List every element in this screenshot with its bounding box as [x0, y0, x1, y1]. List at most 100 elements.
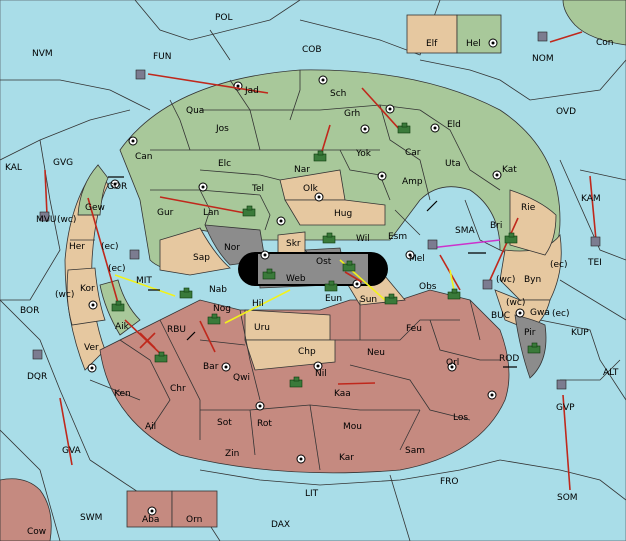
label-wc3: (wc) — [55, 290, 74, 300]
label-ovd: OVD — [556, 107, 576, 117]
territory-sap[interactable] — [159, 227, 231, 276]
label-olk: Olk — [303, 184, 319, 194]
army-unit[interactable] — [111, 300, 125, 312]
army-unit[interactable] — [262, 268, 276, 280]
label-orl: Orl — [446, 358, 459, 368]
label-sot: Sot — [217, 418, 232, 428]
army-unit[interactable] — [289, 376, 303, 388]
label-web: Web — [286, 274, 306, 284]
label-nvm: NVM — [32, 49, 53, 59]
label-bri: Bri — [490, 221, 502, 231]
label-yok: Yok — [355, 149, 372, 159]
label-nar: Nar — [294, 165, 310, 175]
adjacency-markers — [108, 176, 517, 368]
label-ost: Ost — [316, 257, 332, 267]
territory-orn[interactable] — [171, 490, 218, 528]
fleet-unit[interactable] — [427, 239, 438, 250]
label-eun: Eun — [325, 294, 342, 304]
label-kar: Kar — [339, 453, 354, 463]
army-unit[interactable] — [179, 287, 193, 299]
fleet-unit[interactable] — [537, 31, 548, 42]
army-unit[interactable] — [154, 351, 168, 363]
army-unit[interactable] — [384, 293, 398, 305]
label-swm: SWM — [80, 513, 102, 523]
territory-con[interactable] — [562, 0, 626, 46]
label-ec2: (ec) — [108, 264, 126, 274]
label-feu: Feu — [406, 324, 422, 334]
army-unit[interactable] — [397, 122, 411, 134]
label-jos: Jos — [215, 124, 229, 134]
label-cow: Cow — [27, 527, 46, 537]
territory-chp[interactable] — [244, 339, 336, 371]
label-gew: Gew — [85, 203, 105, 213]
label-con: Con — [596, 38, 614, 48]
army-unit[interactable] — [207, 313, 221, 325]
territory-cow[interactable] — [0, 478, 52, 541]
label-cob: COB — [302, 45, 322, 55]
label-nom: NOM — [532, 54, 554, 64]
fleet-unit[interactable] — [482, 279, 493, 290]
fleet-unit[interactable] — [39, 211, 50, 222]
label-dqr: DQR — [27, 372, 47, 382]
label-rbu: RBU — [167, 325, 186, 335]
label-amp: Amp — [402, 177, 423, 187]
label-wc2: (wc) — [496, 275, 515, 285]
army-unit[interactable] — [322, 232, 336, 244]
label-ec4: (ec) — [552, 309, 570, 319]
map-labels: POL COB NVM FUN Elf Hel Con NOM OVD KAL … — [5, 13, 619, 537]
territory-hug[interactable] — [284, 199, 386, 226]
label-esm: Esm — [388, 232, 407, 242]
label-qwi: Qwi — [233, 373, 250, 383]
label-gva: GVA — [62, 446, 82, 456]
army-unit[interactable] — [313, 150, 327, 162]
fleet-unit[interactable] — [556, 379, 567, 390]
label-nog: Nog — [213, 304, 231, 314]
label-sam: Sam — [405, 446, 425, 456]
label-fro: FRO — [440, 477, 459, 487]
label-qua: Qua — [186, 106, 204, 116]
fleet-unit[interactable] — [129, 249, 140, 260]
label-uru: Uru — [254, 323, 270, 333]
fleet-units — [32, 31, 601, 390]
label-gur: Gur — [157, 208, 174, 218]
label-kat: Kat — [502, 165, 517, 175]
fleet-unit[interactable] — [32, 349, 43, 360]
label-pir: Pir — [524, 328, 536, 338]
army-unit[interactable] — [324, 280, 338, 292]
label-orn: Orn — [186, 515, 202, 525]
label-sch: Sch — [330, 89, 346, 99]
army-unit[interactable] — [504, 232, 518, 244]
label-rot: Rot — [257, 419, 272, 429]
label-elf: Elf — [426, 39, 438, 49]
label-uta: Uta — [445, 159, 461, 169]
label-buc: BUC — [491, 311, 510, 321]
label-neu: Neu — [367, 348, 385, 358]
fleet-unit[interactable] — [135, 69, 146, 80]
label-hil: Hil — [252, 299, 264, 309]
label-ken: Ken — [114, 389, 131, 399]
label-mel: Mel — [409, 254, 425, 264]
label-los: Los — [453, 413, 468, 423]
label-mou: Mou — [343, 422, 362, 432]
army-unit[interactable] — [342, 260, 356, 272]
territory-rie[interactable] — [509, 189, 557, 256]
label-dax: DAX — [271, 520, 290, 530]
label-can: Can — [135, 152, 153, 162]
label-sma: SMA — [455, 226, 475, 236]
label-kal: KAL — [5, 163, 22, 173]
army-unit[interactable] — [447, 288, 461, 300]
label-aba: Aba — [142, 515, 159, 525]
territory-kor[interactable] — [66, 267, 106, 326]
label-chp: Chp — [298, 347, 316, 357]
label-jad: Jad — [244, 86, 259, 96]
label-fun: FUN — [153, 52, 172, 62]
army-unit[interactable] — [527, 342, 541, 354]
label-som: SOM — [557, 493, 578, 503]
label-sap: Sap — [193, 253, 210, 263]
fleet-unit[interactable] — [590, 236, 601, 247]
army-unit[interactable] — [242, 205, 256, 217]
label-gvp: GVP — [556, 403, 575, 413]
label-sun: Sun — [360, 295, 377, 305]
label-hug: Hug — [334, 209, 352, 219]
